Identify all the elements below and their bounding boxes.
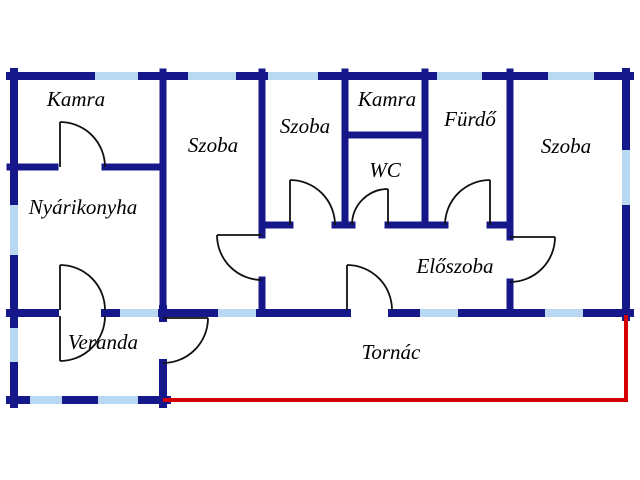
room-label-tornac: Tornác [362,340,421,364]
door-veranda [59,315,106,362]
room-label-eloszoba: Előszoba [415,254,493,278]
room-label-kamra-1: Kamra [46,87,105,111]
door-veranda-tornac [162,317,209,364]
room-label-szoba-1: Szoba [188,133,238,157]
door-nyarikonyha [59,264,106,311]
door-wc [351,188,389,226]
door-szoba2 [289,179,336,226]
door-entrance [346,264,393,311]
doors [59,121,556,364]
room-label-szoba-3: Szoba [541,134,591,158]
room-label-nyarikonyha: Nyárikonyha [28,195,137,219]
door-szoba3 [509,236,556,283]
room-label-veranda: Veranda [68,330,138,354]
door-szoba1 [216,234,263,281]
room-label-furdo: Fürdő [443,107,497,131]
door-furdo [444,179,491,226]
room-labels: Kamra Nyárikonyha Szoba Szoba Kamra WC F… [28,87,591,364]
door-kamra [59,121,106,168]
windows [10,72,630,404]
room-label-wc: WC [369,158,401,182]
interior-walls [6,68,514,317]
room-label-kamra-2: Kamra [357,87,416,111]
tornac-boundary-line [163,315,628,402]
room-label-szoba-2: Szoba [280,114,330,138]
